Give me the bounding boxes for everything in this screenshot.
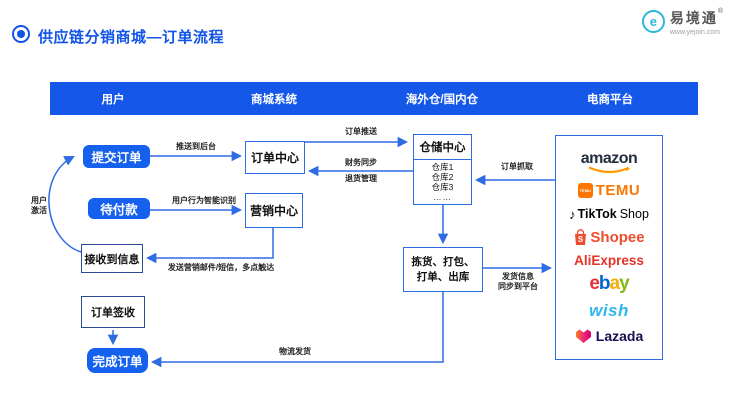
brand-logo: e 易境通® www.yejoin.com (641, 8, 723, 36)
warehouse-list-item: 仓库1 (431, 162, 454, 172)
wish-wordmark: wish (589, 300, 629, 320)
arrow-user-activate-curve (48, 156, 82, 253)
node-submit-order: 提交订单 (83, 145, 150, 168)
platform-temu-logo: TEMU TEMU (577, 182, 641, 200)
tiktok-wordmark: TikTok (577, 207, 617, 222)
edge-label-logistics-ship: 物流发货 (279, 347, 311, 356)
shopee-bag-icon: S (575, 229, 587, 245)
cloud-e-icon: e (641, 10, 665, 33)
amazon-smile-icon (588, 166, 630, 174)
edge-label-user-activate-line2: 激活 (31, 206, 47, 215)
ebay-letter: e (589, 273, 600, 295)
lane-ecommerce-platform: 电商平台 (587, 93, 633, 106)
platform-wish-logo: wish (589, 301, 629, 321)
lane-warehouse: 海外仓/国内仓 (405, 93, 479, 106)
warehouse-center-title: 仓储中心 (414, 135, 471, 160)
tiktok-note-icon: ♪ (569, 206, 576, 222)
title-bullet-icon (12, 25, 30, 43)
edge-label-shipping-sync-line1: 发货信息 (502, 272, 534, 281)
node-marketing-center: 营销中心 (245, 193, 303, 228)
temu-wordmark: TEMU (595, 182, 641, 200)
warehouse-list-item: 仓库3 (431, 182, 454, 192)
arrow-marketing-mail (145, 228, 274, 264)
edge-label-marketing-mail: 发送营销邮件/短信，多点触达 (167, 263, 275, 272)
lane-mall-system: 商城系统 (251, 93, 297, 106)
platform-amazon-logo: amazon (581, 151, 638, 175)
edge-label-finance-sync: 财务同步 (345, 158, 377, 167)
node-order-center: 订单中心 (245, 141, 305, 174)
amazon-wordmark: amazon (580, 150, 638, 168)
edge-label-shipping-sync: 发货信息 同步到平台 (498, 272, 538, 292)
tiktok-shop-word: Shop (619, 207, 649, 222)
edge-label-order-grab: 订单抓取 (501, 162, 533, 171)
edge-label-user-activate-line1: 用户 (31, 196, 47, 205)
edge-label-push-backend: 推送到后台 (176, 142, 216, 151)
edge-label-order-push: 订单推送 (345, 127, 377, 136)
edge-label-user-activate: 用户 激活 (31, 196, 47, 216)
lane-header-bar: 用户 商城系统 海外仓/国内仓 电商平台 (50, 82, 698, 115)
ebay-letter: y (619, 273, 630, 295)
lazada-heart-icon (575, 329, 591, 343)
node-order-signed: 订单签收 (81, 296, 145, 328)
platform-panel: amazon TEMU TEMU ♪ TikTok Shop S Shopee … (555, 135, 663, 360)
brand-name: 易境通 (669, 10, 718, 26)
node-receive-info: 接收到信息 (81, 244, 143, 273)
ebay-letter: a (609, 273, 621, 295)
temu-icon: TEMU (577, 183, 593, 199)
platform-aliexpress-logo: AliExpress (574, 253, 644, 268)
warehouse-list-item: 仓库2 (431, 172, 454, 182)
edge-label-shipping-sync-line2: 同步到平台 (498, 282, 538, 291)
lazada-wordmark: Lazada (595, 327, 644, 344)
shopee-wordmark: Shopee (590, 228, 645, 246)
aliexpress-wordmark: AliExpress (574, 253, 644, 269)
warehouse-list-more: …… (433, 192, 452, 202)
svg-text:S: S (578, 235, 584, 244)
page-title: 供应链分销商城—订单流程 (38, 29, 225, 46)
brand-url: www.yejoin.com (669, 29, 721, 36)
node-complete-order: 完成订单 (87, 348, 148, 373)
platform-shopee-logo: S Shopee (573, 228, 645, 246)
platform-lazada-logo: Lazada (575, 328, 643, 344)
registered-mark: ® (717, 8, 723, 15)
node-warehouse-center: 仓储中心 仓库1 仓库2 仓库3 …… (413, 134, 472, 205)
ebay-letter: b (598, 273, 611, 295)
platform-tiktok-shop-logo: ♪ TikTok Shop (569, 207, 649, 222)
edge-label-return-mgmt: 退货管理 (345, 174, 377, 183)
node-pending-payment: 待付款 (88, 198, 150, 219)
edge-label-behavior-recognition: 用户行为智能识别 (172, 196, 236, 205)
node-picking-packing: 拣货、打包、打单、出库 (403, 247, 483, 292)
lane-user: 用户 (101, 93, 125, 106)
